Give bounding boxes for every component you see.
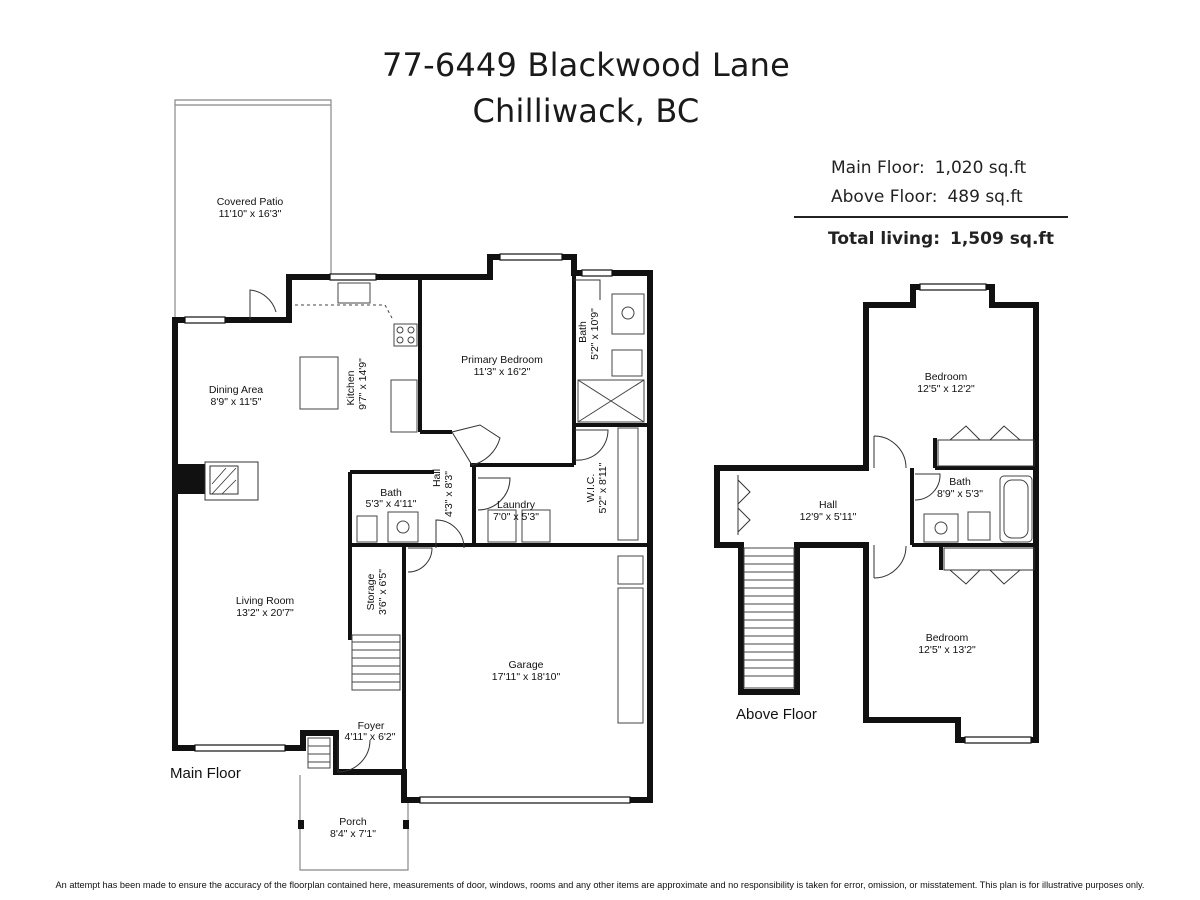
room-upper-bath-dims: 8'9" x 5'3" — [937, 488, 983, 500]
total-living-value: 1,509 sq.ft — [950, 229, 1054, 249]
disclaimer-text: An attempt has been made to ensure the a… — [55, 880, 1145, 890]
covered-patio-outline — [174, 99, 332, 320]
room-covered-patio-name: Covered Patio — [217, 196, 284, 208]
above-floor-bath-fixtures — [923, 475, 1033, 543]
room-main-bath-name: Bath — [380, 487, 402, 499]
room-covered-patio-dims: 11'10" x 16'3" — [219, 208, 282, 220]
room-storage-dims: 3'6" x 6'5" — [377, 569, 389, 615]
room-upper-hall-dims: 12'9" x 5'11" — [800, 511, 857, 523]
room-primary-bedroom-dims: 11'3" x 16'2" — [474, 366, 531, 378]
main-floor-label: Main Floor — [170, 765, 241, 782]
room-porch-dims: 8'4" x 7'1" — [330, 828, 376, 840]
above-floor-room-labels: Bedroom 12'5" x 12'2" Hall 12'9" x 5'11"… — [800, 371, 984, 656]
above-floor-area-value: 489 sq.ft — [947, 187, 1023, 207]
room-dining-area-dims: 8'9" x 11'5" — [211, 396, 262, 408]
room-garage-dims: 17'11" x 18'10" — [492, 671, 561, 683]
area-divider — [794, 216, 1068, 218]
room-bedroom-lower-name: Bedroom — [926, 632, 969, 644]
main-floor-area-row: Main Floor: 1,020 sq.ft — [831, 158, 1026, 178]
main-floor-windows — [184, 253, 631, 804]
main-floor-area-value: 1,020 sq.ft — [934, 158, 1027, 178]
above-floor-label: Above Floor — [736, 706, 817, 723]
above-floor-stairs — [743, 547, 795, 689]
above-floor-interior-walls — [910, 438, 1036, 570]
room-foyer-dims: 4'11" x 6'2" — [345, 731, 396, 743]
fireplace — [177, 461, 259, 501]
room-kitchen-dims: 9'7" x 14'9" — [357, 358, 369, 410]
room-garage-name: Garage — [508, 659, 543, 671]
room-bedroom-upper-dims: 12'5" x 12'2" — [917, 383, 975, 395]
room-hall-dims: 4'3" x 8'3" — [443, 471, 455, 517]
room-living-room-dims: 13'2" x 20'7" — [236, 607, 294, 619]
room-laundry-dims: 7'0" x 5'3" — [493, 511, 539, 523]
above-floor-doors — [737, 425, 1035, 585]
above-floor-walls — [714, 284, 1039, 743]
above-floor-windows — [919, 283, 1032, 744]
room-porch-name: Porch — [339, 816, 367, 828]
room-dining-area-name: Dining Area — [209, 384, 263, 396]
room-primary-bedroom-name: Primary Bedroom — [461, 354, 543, 366]
room-upper-bath-name: Bath — [949, 476, 971, 488]
address-line-1: 77-6449 Blackwood Lane — [381, 46, 791, 84]
room-ensuite-bath-name: Bath — [577, 321, 589, 343]
main-floor-stairs — [307, 634, 401, 769]
room-wic-name: W.I.C. — [585, 474, 597, 503]
main-floor-walls — [172, 254, 653, 803]
main-floor-area-label: Main Floor: — [831, 158, 925, 178]
main-floor-bath-fixtures — [356, 293, 645, 724]
above-floor-plan: Bedroom 12'5" x 12'2" Hall 12'9" x 5'11"… — [714, 283, 1039, 744]
room-wic-dims: 5'2" x 8'11" — [597, 462, 609, 513]
room-kitchen-name: Kitchen — [345, 370, 357, 405]
room-upper-hall-name: Hall — [819, 499, 837, 511]
room-main-bath-dims: 5'3" x 4'11" — [366, 498, 417, 510]
room-bedroom-upper-name: Bedroom — [925, 371, 968, 383]
above-floor-area-label: Above Floor: — [831, 187, 938, 207]
room-storage-name: Storage — [365, 573, 377, 610]
room-hall-name: Hall — [431, 469, 443, 487]
main-floor-room-labels: Covered Patio 11'10" x 16'3" Dining Area… — [209, 196, 609, 840]
porch-outline — [298, 775, 409, 871]
room-ensuite-bath-dims: 5'2" x 10'9" — [589, 308, 601, 360]
main-floor-plan: Covered Patio 11'10" x 16'3" Dining Area… — [170, 99, 653, 871]
room-foyer-name: Foyer — [358, 720, 385, 732]
total-living-area-row: Total living: 1,509 sq.ft — [828, 229, 1054, 249]
address-line-2: Chilliwack, BC — [472, 92, 700, 130]
above-floor-area-row: Above Floor: 489 sq.ft — [831, 187, 1023, 207]
kitchen-fixtures — [295, 282, 418, 433]
main-floor-doors — [249, 279, 609, 773]
total-living-label: Total living: — [828, 229, 940, 249]
room-bedroom-lower-dims: 12'5" x 13'2" — [918, 644, 976, 656]
main-floor-interior-walls — [348, 273, 650, 772]
room-living-room-name: Living Room — [236, 595, 295, 607]
room-laundry-name: Laundry — [497, 499, 536, 511]
